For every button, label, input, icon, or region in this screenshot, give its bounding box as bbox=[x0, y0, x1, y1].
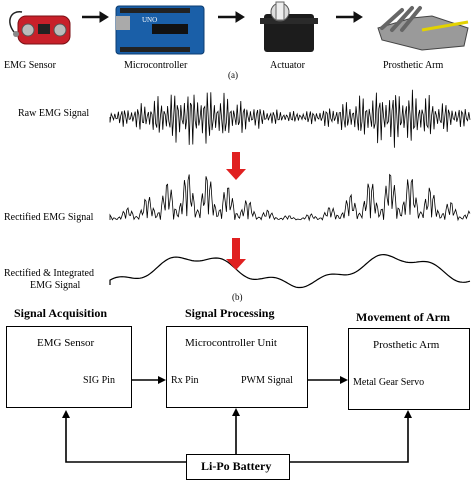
microcontroller-box: Microcontroller Unit Rx Pin PWM Signal bbox=[166, 326, 308, 408]
stage-label-prosthetic-arm: Prosthetic Arm bbox=[383, 60, 444, 71]
mcu-box-title: Microcontroller Unit bbox=[185, 337, 277, 349]
stage-label-emg-sensor: EMG Sensor bbox=[4, 60, 56, 71]
down-arrow-icon bbox=[226, 152, 246, 270]
battery-box: Li-Po Battery bbox=[186, 454, 290, 480]
arm-box-title: Prosthetic Arm bbox=[373, 339, 440, 351]
section-title-acquisition: Signal Acquisition bbox=[14, 306, 108, 320]
sig-pin-label: SIG Pin bbox=[83, 375, 115, 386]
rectified-emg-label: Rectified EMG Signal bbox=[4, 212, 94, 223]
stage-label-actuator: Actuator bbox=[270, 60, 305, 71]
raw-emg-label: Raw EMG Signal bbox=[18, 108, 90, 119]
pipeline-arrows bbox=[82, 11, 363, 23]
emg-sensor-box: EMG Sensor SIG Pin bbox=[6, 326, 132, 408]
stage-label-microcontroller: Microcontroller bbox=[124, 60, 188, 71]
prosthetic-arm-image bbox=[372, 0, 474, 56]
section-title-processing: Signal Processing bbox=[185, 306, 275, 320]
integrated-emg-label-line2: EMG Signal bbox=[30, 280, 81, 291]
rectified-emg-waveform bbox=[109, 173, 471, 222]
emg-box-title: EMG Sensor bbox=[37, 337, 95, 349]
prosthetic-arm-box: Prosthetic Arm Metal Gear Servo bbox=[348, 328, 470, 410]
caption-b: (b) bbox=[232, 292, 243, 302]
emg-sensor-image bbox=[6, 2, 76, 54]
microcontroller-image: UNO bbox=[112, 0, 208, 56]
integrated-emg-waveform bbox=[109, 253, 471, 289]
battery-label: Li-Po Battery bbox=[201, 459, 272, 473]
caption-a: (a) bbox=[228, 70, 238, 80]
emg-signal-plots bbox=[109, 89, 471, 289]
pwm-signal-label: PWM Signal bbox=[241, 375, 293, 386]
section-title-movement: Movement of Arm bbox=[356, 310, 450, 324]
integrated-emg-label-line1: Rectified & Integrated bbox=[4, 268, 94, 279]
servo-label: Metal Gear Servo bbox=[353, 377, 425, 388]
actuator-image bbox=[258, 0, 324, 56]
svg-text:UNO: UNO bbox=[142, 16, 157, 24]
arrow-right-icon bbox=[82, 11, 363, 23]
raw-emg-waveform bbox=[109, 89, 471, 148]
rx-pin-label: Rx Pin bbox=[171, 375, 199, 386]
